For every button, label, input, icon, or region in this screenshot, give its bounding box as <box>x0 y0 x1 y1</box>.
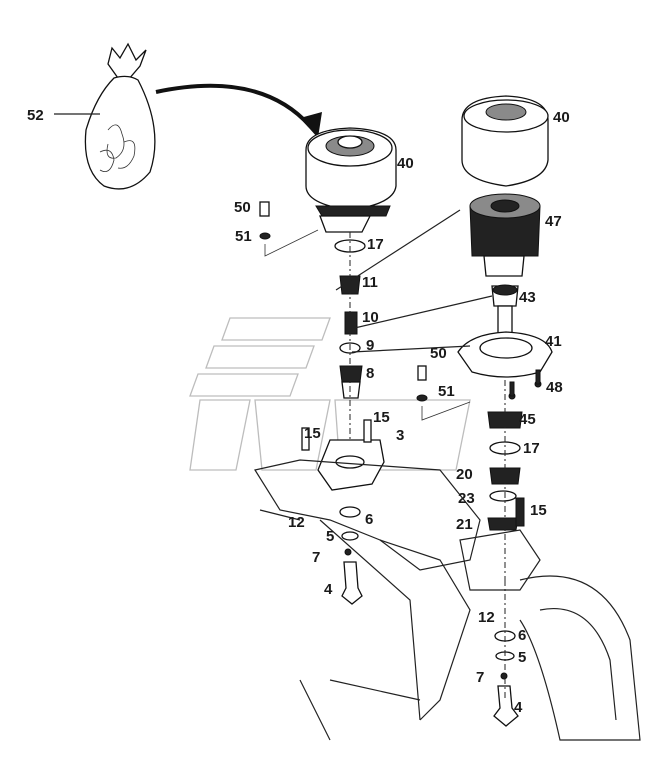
lower-right-stack <box>493 580 519 727</box>
callout-52: 52 <box>27 107 44 124</box>
callout-10: 10 <box>362 309 379 326</box>
callout-9: 9 <box>366 337 374 354</box>
pointer-arrow <box>155 83 322 138</box>
callout-12-left: 12 <box>288 514 305 531</box>
parts-bag <box>84 42 156 190</box>
left-stack <box>334 232 366 460</box>
callout-20: 20 <box>456 466 473 483</box>
callout-11: 11 <box>362 274 378 291</box>
housing-base <box>254 419 641 741</box>
callout-17-left: 17 <box>367 236 384 253</box>
callout-5-left: 5 <box>326 528 334 545</box>
callout-23: 23 <box>458 490 475 507</box>
lower-left-stack <box>339 506 363 605</box>
callout-8: 8 <box>366 365 374 382</box>
right-stack <box>487 380 525 580</box>
callout-12-right: 12 <box>478 609 495 626</box>
callout-5-right: 5 <box>518 649 526 666</box>
callout-17-right: 17 <box>523 440 540 457</box>
leader-lines <box>54 113 493 353</box>
callout-15-c: 15 <box>530 502 547 519</box>
callout-21: 21 <box>456 516 473 533</box>
callout-7-left: 7 <box>312 549 320 566</box>
callout-50-right: 50 <box>430 345 447 362</box>
flange-41 <box>457 331 553 400</box>
callout-4-right: 4 <box>514 699 523 716</box>
right-cap-40 <box>461 95 549 187</box>
callout-3: 3 <box>396 427 404 444</box>
callout-40-right: 40 <box>553 109 570 126</box>
callout-7-right: 7 <box>476 669 484 686</box>
callout-45: 45 <box>519 411 536 428</box>
callout-50-left: 50 <box>234 199 251 216</box>
callout-41: 41 <box>545 333 562 350</box>
left-cap-40 <box>305 127 397 233</box>
callout-48: 48 <box>546 379 563 396</box>
callout-51-right: 51 <box>438 383 455 400</box>
callout-labels: 52 40 40 47 43 41 50 51 17 11 10 9 8 50 … <box>27 107 570 716</box>
callout-43: 43 <box>519 289 536 306</box>
callout-40-left: 40 <box>397 155 414 172</box>
left-bolts <box>259 201 319 257</box>
callout-4-left: 4 <box>324 581 333 598</box>
callout-6-right: 6 <box>518 627 526 644</box>
callout-6-left: 6 <box>365 511 373 528</box>
right-bolts <box>416 365 471 421</box>
callout-51-left: 51 <box>235 228 252 245</box>
callout-15-b: 15 <box>373 409 390 426</box>
callout-15-a: 15 <box>304 425 321 442</box>
callout-47: 47 <box>545 213 562 230</box>
rotor-47 <box>469 193 541 277</box>
